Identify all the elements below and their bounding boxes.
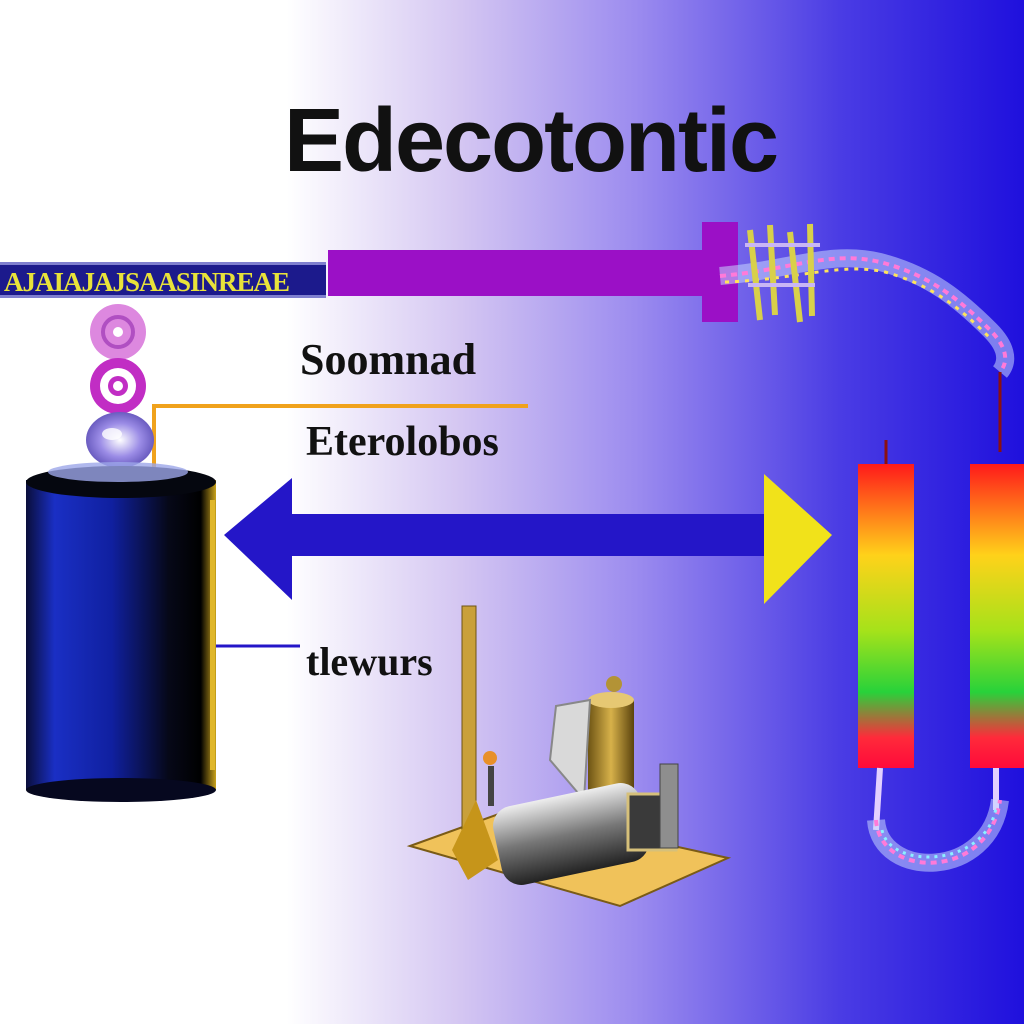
diagram-title: Edecotontic xyxy=(284,91,779,191)
label-middle: Eterolobos xyxy=(306,419,499,465)
tube-icon-left xyxy=(858,440,914,831)
pink-badge-icon xyxy=(90,304,146,360)
purple-bar xyxy=(328,222,738,322)
label-bottom: tlewurs xyxy=(306,639,433,684)
double-arrow xyxy=(224,474,832,604)
orange-connector xyxy=(152,404,528,476)
banner: AJAIAJAJSAASINREAE xyxy=(0,262,326,298)
tank-icon xyxy=(26,462,216,802)
tube-icon-right xyxy=(970,464,1024,810)
cable-icon xyxy=(719,223,1015,452)
banner-text: AJAIAJAJSAASINREAE xyxy=(4,267,290,297)
target-icon xyxy=(90,358,146,414)
bubble-icon xyxy=(86,412,154,468)
label-top: Soomnad xyxy=(300,335,477,384)
machine-icon xyxy=(406,605,732,908)
cable-loop-icon xyxy=(867,798,1009,872)
